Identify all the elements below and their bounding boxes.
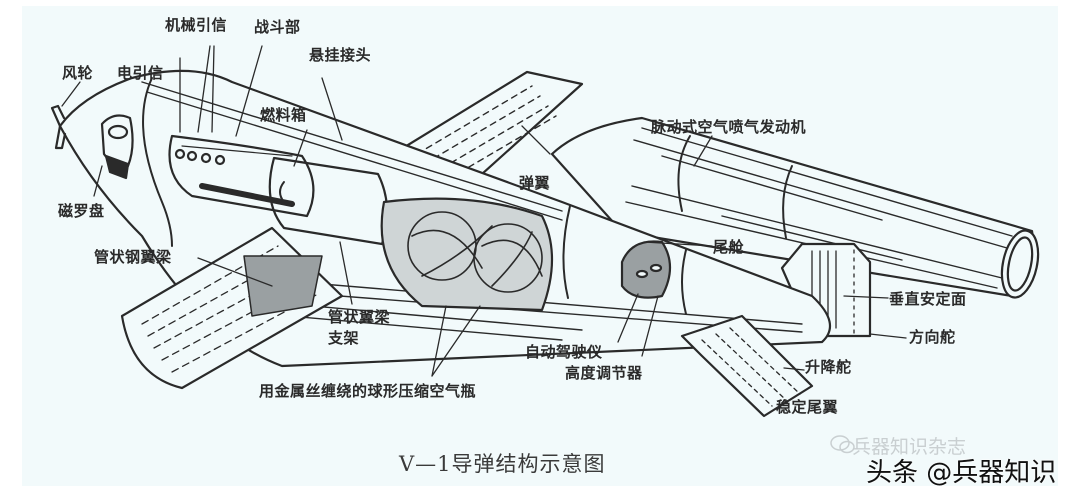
v1-missile-drawing — [50, 45, 1040, 418]
label-tubular-spar: 管状翼梁 — [328, 308, 391, 326]
label-compass: 磁罗盘 — [58, 202, 105, 220]
label-autopilot: 自动驾驶仪 — [525, 343, 603, 361]
label-tubular-steel-spar: 管状钢翼梁 — [94, 248, 172, 266]
label-compressed-air-bottles: 用金属丝缠绕的球形压缩空气瓶 — [259, 382, 477, 400]
label-fuel-tank: 燃料箱 — [260, 106, 307, 124]
label-horizontal-stabilizer: 稳定尾翼 — [776, 398, 839, 416]
label-pulsejet-engine: 脉动式空气喷气发动机 — [651, 118, 807, 136]
label-wing: 弹翼 — [519, 174, 551, 192]
label-suspension-joint: 悬挂接头 — [309, 46, 372, 64]
label-tail-cabin: 尾舱 — [713, 238, 745, 256]
label-bracket: 支架 — [328, 329, 360, 347]
label-rudder: 方向舵 — [909, 328, 956, 346]
label-propeller: 风轮 — [62, 64, 94, 82]
label-altitude-regulator: 高度调节器 — [565, 364, 643, 382]
wechat-icon — [830, 435, 855, 454]
watermark-platform: 头条 @兵器知识 — [866, 458, 1057, 488]
diagram-canvas: 风轮 电引信 机械引信 战斗部 悬挂接头 燃料箱 脉动式空气喷气发动机 弹翼 磁… — [22, 6, 1058, 486]
label-vertical-stabilizer: 垂直安定面 — [889, 290, 967, 308]
leader-lines — [61, 45, 907, 377]
near-wing — [120, 226, 344, 390]
tail-plane — [680, 314, 814, 418]
label-mechanical-fuze: 机械引信 — [165, 16, 228, 34]
label-elevator: 升降舵 — [805, 358, 852, 376]
label-electric-fuze: 电引信 — [117, 64, 164, 82]
watermark-source: 兵器知识杂志 — [852, 436, 967, 458]
diagram-caption: V—1导弹结构示意图 — [399, 452, 606, 476]
label-warhead: 战斗部 — [254, 18, 301, 36]
